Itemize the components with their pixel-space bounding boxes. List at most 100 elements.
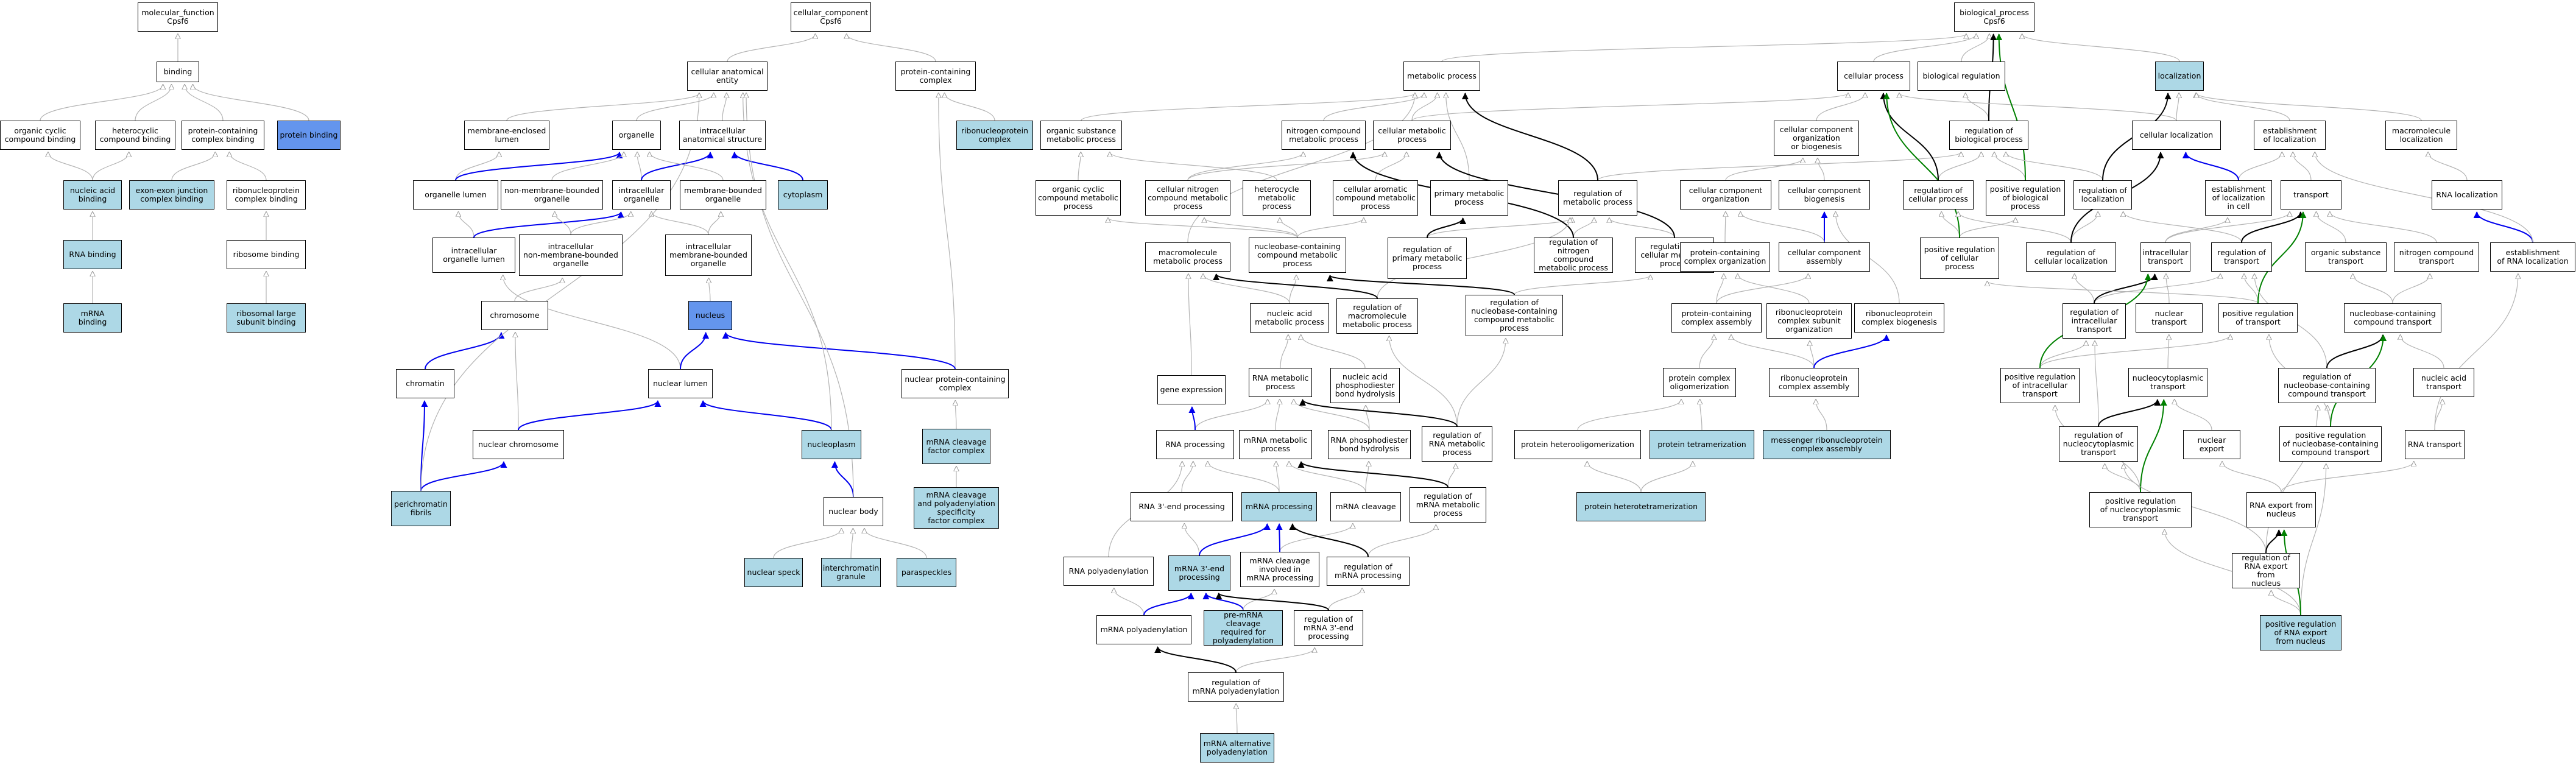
go-term-pccorg[interactable]: protein-containing complex organization [1680,242,1770,272]
go-term-rnaexport[interactable]: RNA export from nucleus [2246,492,2316,527]
go-term-regmrnapolya[interactable]: regulation of mRNA polyadenylation [1188,672,1284,702]
go-term-nmbo[interactable]: non-membrane-bounded organelle [501,180,603,210]
go-term-pmp[interactable]: primary metabolic process [1430,180,1508,216]
go-term-bp[interactable]: biological_process Cpsf6 [1954,2,2034,32]
go-term-rnamp[interactable]: RNA metabolic process [1249,368,1312,397]
go-term-pccb[interactable]: protein-containing complex binding [182,121,264,150]
go-term-rnapolya[interactable]: RNA polyadenylation [1064,557,1154,586]
go-term-rna3end[interactable]: RNA 3'-end processing [1131,492,1233,521]
go-term-bioreg[interactable]: biological regulation [1918,62,2005,91]
go-term-cacmp[interactable]: cellular aromatic compound metabolic pro… [1333,180,1418,216]
go-term-occmp[interactable]: organic cyclic compound metabolic proces… [1036,180,1121,216]
go-term-posregtransport[interactable]: positive regulation of transport [2218,303,2298,333]
go-term-regpmp[interactable]: regulation of primary metabolic process [1388,238,1467,279]
go-term-eolic[interactable]: establishment of localization in cell [2205,180,2272,216]
go-term-posregrnaexport[interactable]: positive regulation of RNA export from n… [2260,615,2341,650]
go-term-npcc[interactable]: nuclear protein-containing complex [902,369,1009,398]
go-term-regbp[interactable]: regulation of biological process [1949,121,2028,150]
go-term-cc[interactable]: cellular_component Cpsf6 [791,2,871,32]
go-term-ribob[interactable]: ribosome binding [227,240,306,269]
go-term-regcp[interactable]: regulation of cellular process [1903,180,1974,210]
go-term-nbody[interactable]: nuclear body [824,497,883,526]
go-term-geneexp[interactable]: gene expression [1157,375,1226,404]
go-term-rlsub[interactable]: ribosomal large subunit binding [227,303,306,333]
go-term-ost[interactable]: organic substance transport [2305,242,2387,272]
go-term-mrnamp[interactable]: mRNA metabolic process [1239,430,1312,459]
go-term-organelle[interactable]: organelle [612,121,661,150]
go-term-rnaloc[interactable]: RNA localization [2432,180,2502,210]
go-term-macroloc[interactable]: macromolecule localization [2385,121,2457,150]
go-term-mel[interactable]: membrane-enclosed lumen [464,121,549,150]
go-term-rnaproc[interactable]: RNA processing [1156,430,1234,459]
go-term-rnpcso[interactable]: ribonucleoprotein complex subunit organi… [1766,303,1852,339]
go-term-chromosome[interactable]: chromosome [481,301,548,330]
go-term-nucleoplasm[interactable]: nucleoplasm [802,430,861,459]
go-term-regncmp[interactable]: regulation of nitrogen compound metaboli… [1534,238,1613,273]
go-term-imbo[interactable]: intracellular membrane-bounded organelle [665,234,752,276]
go-term-binding[interactable]: binding [157,62,199,82]
go-term-regmrna3end[interactable]: regulation of mRNA 3'-end processing [1294,610,1363,646]
go-term-regmrnaproc[interactable]: regulation of mRNA processing [1327,557,1410,586]
go-term-posregnct[interactable]: positive regulation of nucleocytoplasmic… [2089,492,2192,527]
go-term-cellloc[interactable]: cellular localization [2132,121,2221,150]
go-term-hmp[interactable]: heterocycle metabolic process [1243,180,1311,216]
go-term-nspeck[interactable]: nuclear speck [744,558,803,587]
go-term-regtransport[interactable]: regulation of transport [2211,242,2272,272]
go-term-rnatransport[interactable]: RNA transport [2405,430,2465,459]
go-term-rnpcb[interactable]: ribonucleoprotein complex binding [227,180,306,210]
go-term-regmmp[interactable]: regulation of macromolecule metabolic pr… [1336,298,1418,334]
go-term-ptetra[interactable]: protein tetramerization [1650,430,1754,459]
go-term-regmp[interactable]: regulation of metabolic process [1558,180,1637,216]
go-term-mrnab[interactable]: mRNA binding [63,303,122,333]
go-term-eorl[interactable]: establishment of RNA localization [2490,242,2575,272]
go-term-eejcb[interactable]: exon-exon junction complex binding [129,180,214,210]
go-term-protbind[interactable]: protein binding [277,121,341,150]
go-term-nctransport[interactable]: nucleocytoplasmic transport [2128,368,2207,397]
go-term-namp[interactable]: nucleic acid metabolic process [1250,303,1329,333]
go-term-mcfc[interactable]: mRNA cleavage factor complex [922,429,990,464]
go-term-rnpc[interactable]: ribonucleoprotein complex [956,121,1033,150]
go-term-inmbo[interactable]: intracellular non-membrane-bounded organ… [519,234,623,276]
go-term-pcca[interactable]: protein-containing complex assembly [1671,303,1762,333]
go-term-mrna3end[interactable]: mRNA 3'-end processing [1168,555,1230,591]
go-term-cmp[interactable]: cellular metabolic process [1373,121,1451,150]
go-term-mcpasf[interactable]: mRNA cleavage and polyadenylation specif… [914,487,999,529]
go-term-metproc[interactable]: metabolic process [1403,62,1480,91]
go-term-phetero[interactable]: protein heterooligomerization [1514,430,1641,459]
go-term-pcc[interactable]: protein-containing complex [895,62,976,91]
go-term-pht[interactable]: protein heterotetramerization [1576,492,1706,521]
go-term-ocb[interactable]: organic cyclic compound binding [0,121,80,150]
go-term-nab[interactable]: nucleic acid binding [63,180,122,210]
go-term-mmp[interactable]: macromolecule metabolic process [1145,242,1230,272]
go-term-mcimp[interactable]: mRNA cleavage involved in mRNA processin… [1240,552,1319,587]
go-term-ntransport[interactable]: nuclear transport [2136,303,2203,333]
go-term-nct[interactable]: nitrogen compound transport [2394,242,2479,272]
go-term-nat[interactable]: nucleic acid transport [2413,368,2474,397]
go-term-cytoplasm[interactable]: cytoplasm [778,180,828,210]
go-term-rnpcb2[interactable]: ribonucleoprotein complex biogenesis [1854,303,1944,333]
go-term-regnbcmp[interactable]: regulation of nucleobase-containing comp… [1466,295,1563,336]
go-term-regnbcct[interactable]: regulation of nucleobase-containing comp… [2278,368,2376,403]
go-term-regmrnamp[interactable]: regulation of mRNA metabolic process [1410,487,1486,523]
go-term-regnct[interactable]: regulation of nucleocytoplasmic transpor… [2059,426,2138,462]
go-term-rnab[interactable]: RNA binding [63,240,122,269]
go-term-hcb[interactable]: heterocyclic compound binding [95,121,175,150]
go-term-chromatin[interactable]: chromatin [396,369,454,398]
go-term-cncmp[interactable]: cellular nitrogen compound metabolic pro… [1145,180,1230,216]
go-term-posregnbcct[interactable]: positive regulation of nucleobase-contai… [2279,426,2382,462]
go-term-paraspeckles[interactable]: paraspeckles [897,558,956,587]
go-term-osmp[interactable]: organic substance metabolic process [1040,121,1122,150]
go-term-iol[interactable]: intracellular organelle lumen [432,238,515,273]
go-term-pcf[interactable]: perichromatin fibrils [391,491,451,526]
go-term-regrnaexport[interactable]: regulation of RNA export from nucleus [2232,553,2300,588]
go-term-cco[interactable]: cellular component organization [1680,180,1771,210]
go-term-localization[interactable]: localization [2155,62,2204,91]
go-term-mrnaaltpolya[interactable]: mRNA alternative polyadenylation [1200,733,1274,763]
go-term-posregcp[interactable]: positive regulation of cellular process [1920,238,1999,279]
go-term-it[interactable]: intracellular transport [2140,242,2190,272]
go-term-transport[interactable]: transport [2281,180,2341,210]
go-term-rnapbh[interactable]: RNA phosphodiester bond hydrolysis [1328,430,1411,459]
go-term-rnpca[interactable]: ribonucleoprotein complex assembly [1769,368,1859,397]
go-term-cellproc[interactable]: cellular process [1837,62,1910,91]
go-term-ias[interactable]: intracellular anatomical structure [679,121,766,150]
